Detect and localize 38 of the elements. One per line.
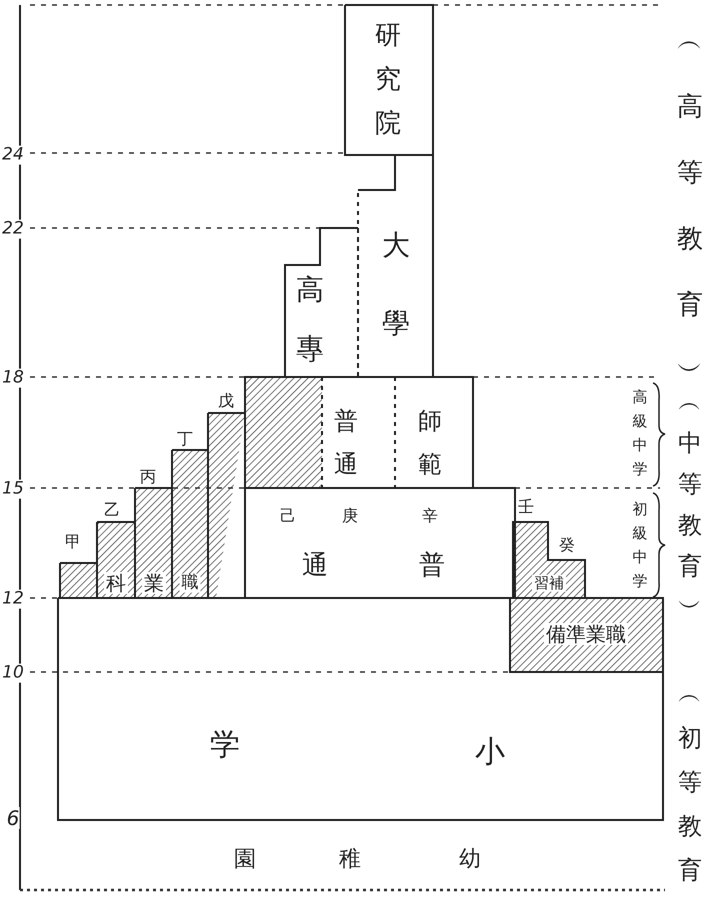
university-box: [358, 155, 433, 377]
age-number: 18: [2, 368, 24, 388]
school-label: 備準業職: [544, 623, 628, 645]
hatched-block: [245, 377, 322, 488]
school-label: 戊: [218, 392, 234, 410]
school-label: 甲: [65, 533, 81, 551]
school-label: 研究院: [375, 20, 401, 142]
school-label: 通: [302, 552, 328, 580]
school-label: 師範: [418, 406, 442, 480]
school-label: 乙: [104, 501, 120, 519]
college-box: [285, 228, 358, 377]
school-label: 庚: [342, 507, 358, 525]
school-label: 普: [419, 552, 445, 580]
primary-school-box: [57, 597, 664, 821]
graduate-school-box: [345, 5, 433, 155]
school-label: 大學: [382, 228, 410, 342]
age-number: 6: [6, 807, 20, 829]
school-label: 小: [475, 736, 505, 768]
vocational-step: [208, 390, 245, 598]
school-label: 高專: [296, 272, 324, 367]
school-label: 丁: [177, 430, 193, 448]
school-label: 壬: [518, 498, 534, 516]
age-number: 24: [2, 146, 24, 164]
school-label: 己: [280, 507, 296, 525]
school-label: 職: [180, 574, 200, 592]
school-label: 癸: [559, 536, 575, 554]
normal-school-box: [395, 377, 473, 488]
school-label: 普通: [334, 406, 358, 480]
age-number: 15: [2, 480, 24, 498]
school-label: 丙: [140, 468, 156, 486]
age-number: 22: [2, 220, 24, 238]
school-label: 学: [210, 728, 240, 762]
school-label: 業: [142, 572, 166, 594]
school-label: 習補: [532, 574, 566, 592]
age-number: 10: [2, 664, 24, 682]
age-number: 12: [2, 590, 24, 608]
school-label: 辛: [422, 507, 438, 525]
school-label: 科: [104, 572, 128, 594]
